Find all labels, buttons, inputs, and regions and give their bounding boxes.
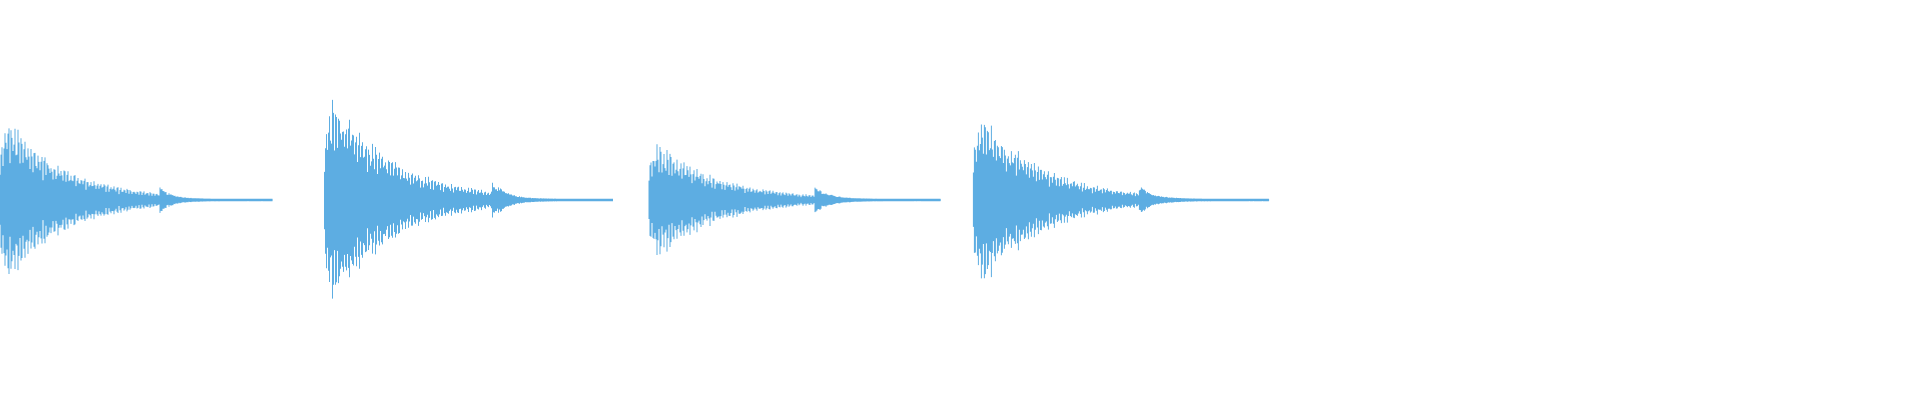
clips-layer: [0, 99, 1270, 299]
waveform-clip-2[interactable]: [324, 99, 613, 299]
waveform-clip-1-path: [0, 128, 273, 274]
waveform-clip-3[interactable]: [648, 144, 941, 255]
waveform-clip-1[interactable]: [0, 128, 273, 274]
waveform-clip-4[interactable]: [972, 124, 1270, 279]
waveform-clip-4-path: [972, 124, 1269, 279]
